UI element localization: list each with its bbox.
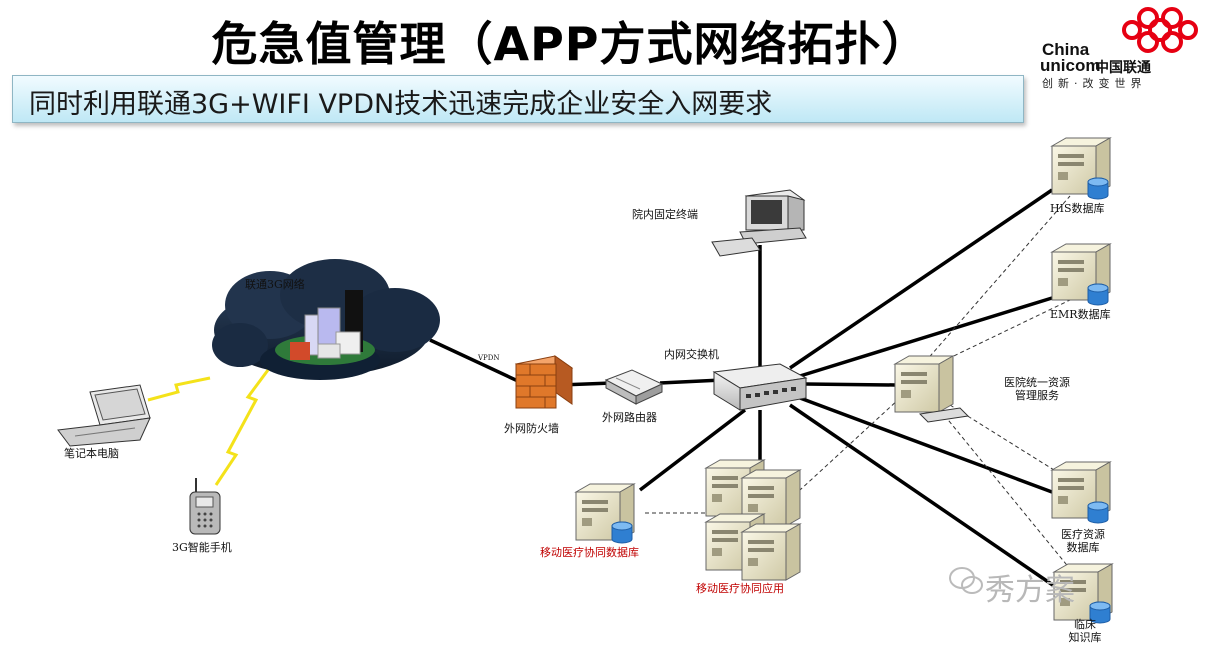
subtitle-text: 同时利用联通3G+WIFI VPDN技术迅速完成企业安全入网要求 bbox=[29, 89, 773, 120]
subtitle-banner: 同时利用联通3G+WIFI VPDN技术迅速完成企业安全入网要求 bbox=[12, 75, 1024, 123]
dashed-links bbox=[645, 195, 1076, 576]
mobile-app-label: 移动医疗协同应用 bbox=[696, 582, 784, 595]
slide-title: 危急值管理（APP方式网络拓扑） bbox=[211, 17, 929, 71]
firewall-icon bbox=[514, 355, 574, 409]
router-label: 外网路由器 bbox=[602, 411, 657, 424]
logo-slogan: 创新·改变世界 bbox=[1042, 77, 1147, 90]
laptop-icon bbox=[57, 384, 151, 447]
resource-service-label-1: 医院统一资源 bbox=[1004, 376, 1070, 389]
vpdn-label: VPDN bbox=[478, 354, 500, 362]
mobile-db-label: 移动医疗协同数据库 bbox=[540, 546, 639, 559]
cloud-3g-icon bbox=[212, 259, 440, 380]
emr-db-label: EMR数据库 bbox=[1050, 308, 1111, 321]
wireless-link-laptop-icon bbox=[147, 376, 211, 402]
network-links bbox=[429, 188, 1061, 592]
smartphone-icon bbox=[189, 478, 221, 535]
laptop-label: 笔记本电脑 bbox=[64, 447, 119, 460]
clinical-db-label-1: 临床 bbox=[1074, 618, 1096, 631]
resource-server-icon bbox=[894, 355, 970, 423]
switch-label: 内网交换机 bbox=[664, 348, 719, 361]
medical-db-server-icon bbox=[1051, 461, 1111, 524]
wireless-link-phone-icon bbox=[214, 369, 270, 486]
his-db-label: HIS数据库 bbox=[1050, 202, 1105, 215]
mobile-db-server-icon bbox=[575, 483, 635, 544]
switch-icon bbox=[712, 363, 808, 411]
wechat-watermark-icon bbox=[949, 567, 983, 594]
his-db-server-icon bbox=[1051, 137, 1111, 200]
mobile-app-server-cluster-icon bbox=[705, 459, 801, 581]
desktop-terminal-icon bbox=[711, 189, 807, 257]
link-switch-his bbox=[789, 188, 1053, 370]
link-switch-emr bbox=[799, 296, 1053, 378]
medical-db-label-1: 医疗资源 bbox=[1061, 528, 1105, 541]
unicom-knot-icon bbox=[1122, 7, 1198, 53]
phone-label: 3G智能手机 bbox=[172, 541, 232, 554]
link-switch-mobiledb bbox=[638, 408, 747, 492]
watermark-text: 秀方案 bbox=[985, 573, 1075, 608]
china-unicom-logo: China unicom 中国联通 创新·改变世界 bbox=[1038, 4, 1203, 90]
clinical-db-label-2: 知识库 bbox=[1068, 631, 1102, 644]
link-switch-clinical bbox=[789, 403, 1061, 592]
link-switch-medical bbox=[799, 396, 1053, 494]
emr-db-server-icon bbox=[1051, 243, 1111, 306]
link-router-switch bbox=[659, 378, 723, 385]
terminal-label: 院内固定终端 bbox=[632, 208, 698, 221]
firewall-label: 外网防火墙 bbox=[504, 422, 559, 435]
cloud-3g-label: 联通3G网络 bbox=[245, 278, 305, 291]
link-switch-resource bbox=[804, 382, 896, 387]
logo-text-china: China bbox=[1042, 40, 1090, 59]
logo-text-cn: 中国联通 bbox=[1095, 60, 1151, 76]
router-icon bbox=[604, 369, 664, 405]
logo-text-unicom: unicom bbox=[1040, 56, 1101, 75]
medical-db-label-2: 数据库 bbox=[1066, 541, 1100, 554]
resource-service-label-2: 管理服务 bbox=[1015, 389, 1059, 402]
link-cloud-firewall bbox=[429, 338, 521, 384]
